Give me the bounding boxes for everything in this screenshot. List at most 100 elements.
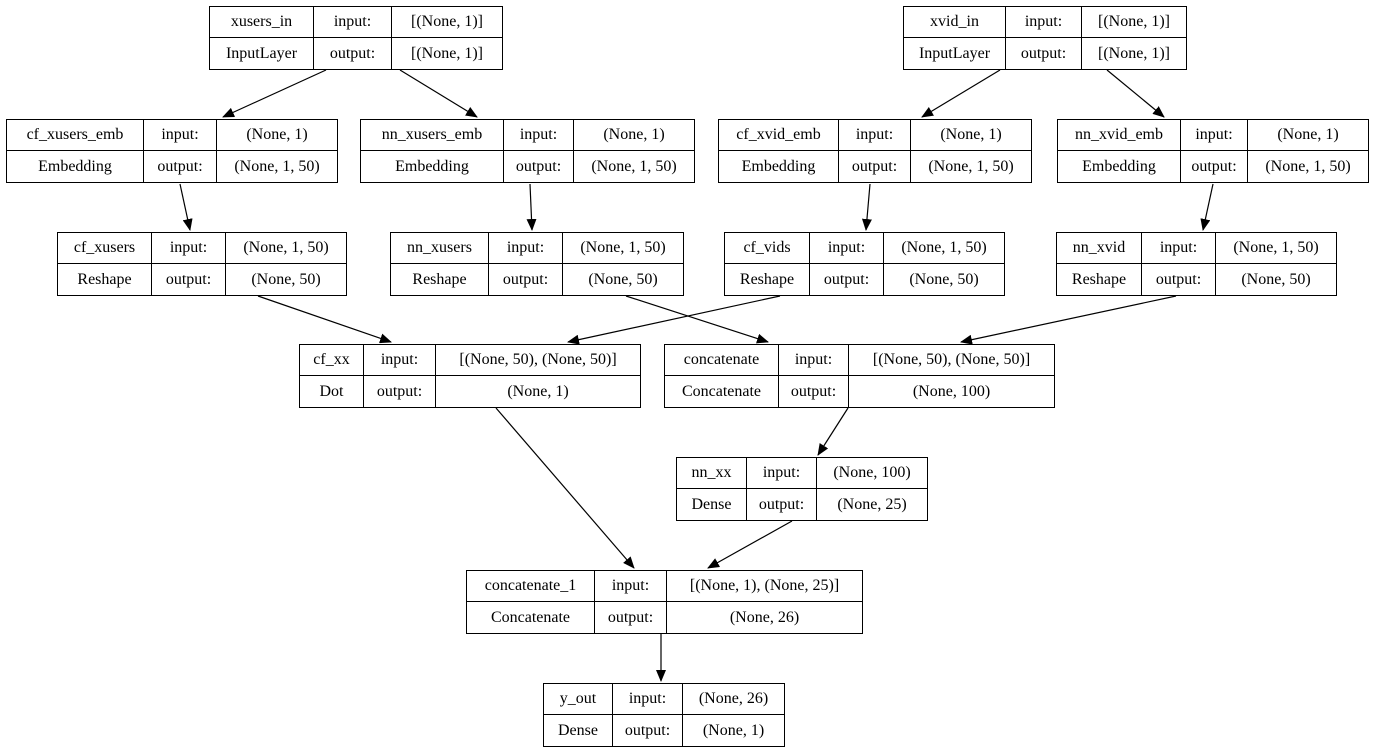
layer-name: nn_xusers <box>391 233 489 264</box>
edge-cf-xvid-emb-to-cf-vids <box>861 183 872 231</box>
edge-xusers-in-to-cf-xusers-emb <box>222 69 327 118</box>
input-shape: (None, 1, 50) <box>884 233 1004 264</box>
output-label: output: <box>314 38 392 69</box>
input-label: input: <box>489 233 563 264</box>
input-label: input: <box>747 458 817 489</box>
output-label: output: <box>1006 38 1082 69</box>
layer-type: InputLayer <box>904 38 1006 69</box>
input-shape: [(None, 50), (None, 50)] <box>849 345 1054 376</box>
layer-type: InputLayer <box>210 38 314 69</box>
layer-name: cf_xusers <box>58 233 152 264</box>
output-label: output: <box>489 264 563 295</box>
input-shape: (None, 1) <box>217 120 337 151</box>
output-shape: (None, 25) <box>837 495 907 513</box>
input-label: input: <box>1006 7 1082 38</box>
output-label: output: <box>810 264 884 295</box>
output-label: output: <box>144 151 217 182</box>
layer-name: xvid_in <box>904 7 1006 38</box>
layer-type: Reshape <box>1057 264 1142 295</box>
layer-type: Embedding <box>361 151 504 182</box>
input-shape: [(None, 1), (None, 25)] <box>667 571 862 602</box>
layer-name: cf_xusers_emb <box>7 120 144 151</box>
output-shape: (None, 1) <box>702 721 765 739</box>
edge-nn-xvid-to-concatenate <box>960 295 1177 345</box>
layer-type: Embedding <box>7 151 144 182</box>
edge-cf-vids-to-cf-xx <box>567 295 781 345</box>
input-shape: (None, 100) <box>817 458 927 489</box>
input-shape: (None, 1) <box>1248 120 1368 151</box>
edge-nn-xvid-emb-to-nn-xvid <box>1200 183 1214 231</box>
layer-type: Reshape <box>58 264 152 295</box>
edge-nn-xusers-emb-to-nn-xusers <box>526 183 537 231</box>
output-label: output: <box>613 715 683 746</box>
input-shape: (None, 1) <box>911 120 1031 151</box>
output-shape: (None, 1, 50) <box>591 157 677 175</box>
layer-name: cf_xvid_emb <box>719 120 839 151</box>
edge-cf-xx-to-concatenate-1 <box>495 407 635 569</box>
layer-type: Concatenate <box>665 376 779 407</box>
output-label: output: <box>1142 264 1216 295</box>
layer-type: Reshape <box>391 264 489 295</box>
input-shape: (None, 1, 50) <box>226 233 346 264</box>
edge-cf-xusers-emb-to-cf-xusers <box>179 183 193 231</box>
edge-concatenate-to-nn-xx <box>817 407 849 456</box>
output-shape: [(None, 1)] <box>411 44 483 62</box>
layer-name: xusers_in <box>210 7 314 38</box>
input-label: input: <box>144 120 217 151</box>
input-shape: (None, 1) <box>574 120 694 151</box>
layer-name: concatenate <box>665 345 779 376</box>
input-label: input: <box>1181 120 1248 151</box>
layer-name: y_out <box>544 684 613 715</box>
input-label: input: <box>839 120 911 151</box>
input-label: input: <box>779 345 849 376</box>
input-label: input: <box>1142 233 1216 264</box>
edge-xvid-in-to-nn-xvid-emb <box>1106 69 1165 118</box>
output-label: output: <box>839 151 911 182</box>
layer-type: Dense <box>544 715 613 746</box>
edge-cf-xusers-to-cf-xx <box>257 295 392 344</box>
output-shape: [(None, 1)] <box>1098 44 1170 62</box>
layer-name: nn_xusers_emb <box>361 120 504 151</box>
layer-type: Dense <box>677 489 747 520</box>
output-label: output: <box>504 151 574 182</box>
edge-nn-xusers-to-concatenate <box>625 295 769 344</box>
layer-type: Embedding <box>1058 151 1181 182</box>
output-label: output: <box>747 489 817 520</box>
output-label: output: <box>364 376 436 407</box>
edge-xusers-in-to-nn-xusers-emb <box>399 69 478 118</box>
output-label: output: <box>152 264 226 295</box>
output-shape: (None, 50) <box>588 270 658 288</box>
output-label: output: <box>1181 151 1248 182</box>
input-label: input: <box>810 233 884 264</box>
output-label: output: <box>779 376 849 407</box>
input-shape: (None, 26) <box>683 684 784 715</box>
layer-name: nn_xx <box>677 458 747 489</box>
layer-type: Concatenate <box>467 602 595 633</box>
layer-type: Embedding <box>719 151 839 182</box>
layer-type: Dot <box>300 376 364 407</box>
output-shape: (None, 50) <box>251 270 321 288</box>
input-label: input: <box>364 345 436 376</box>
output-shape: (None, 1, 50) <box>1265 157 1351 175</box>
input-shape: [(None, 1)] <box>392 7 502 38</box>
input-label: input: <box>595 571 667 602</box>
input-label: input: <box>504 120 574 151</box>
output-label: output: <box>595 602 667 633</box>
output-shape: (None, 1, 50) <box>234 157 320 175</box>
input-shape: (None, 1, 50) <box>1216 233 1336 264</box>
input-shape: [(None, 1)] <box>1082 7 1186 38</box>
edge-nn-xx-to-concatenate-1 <box>707 520 793 569</box>
